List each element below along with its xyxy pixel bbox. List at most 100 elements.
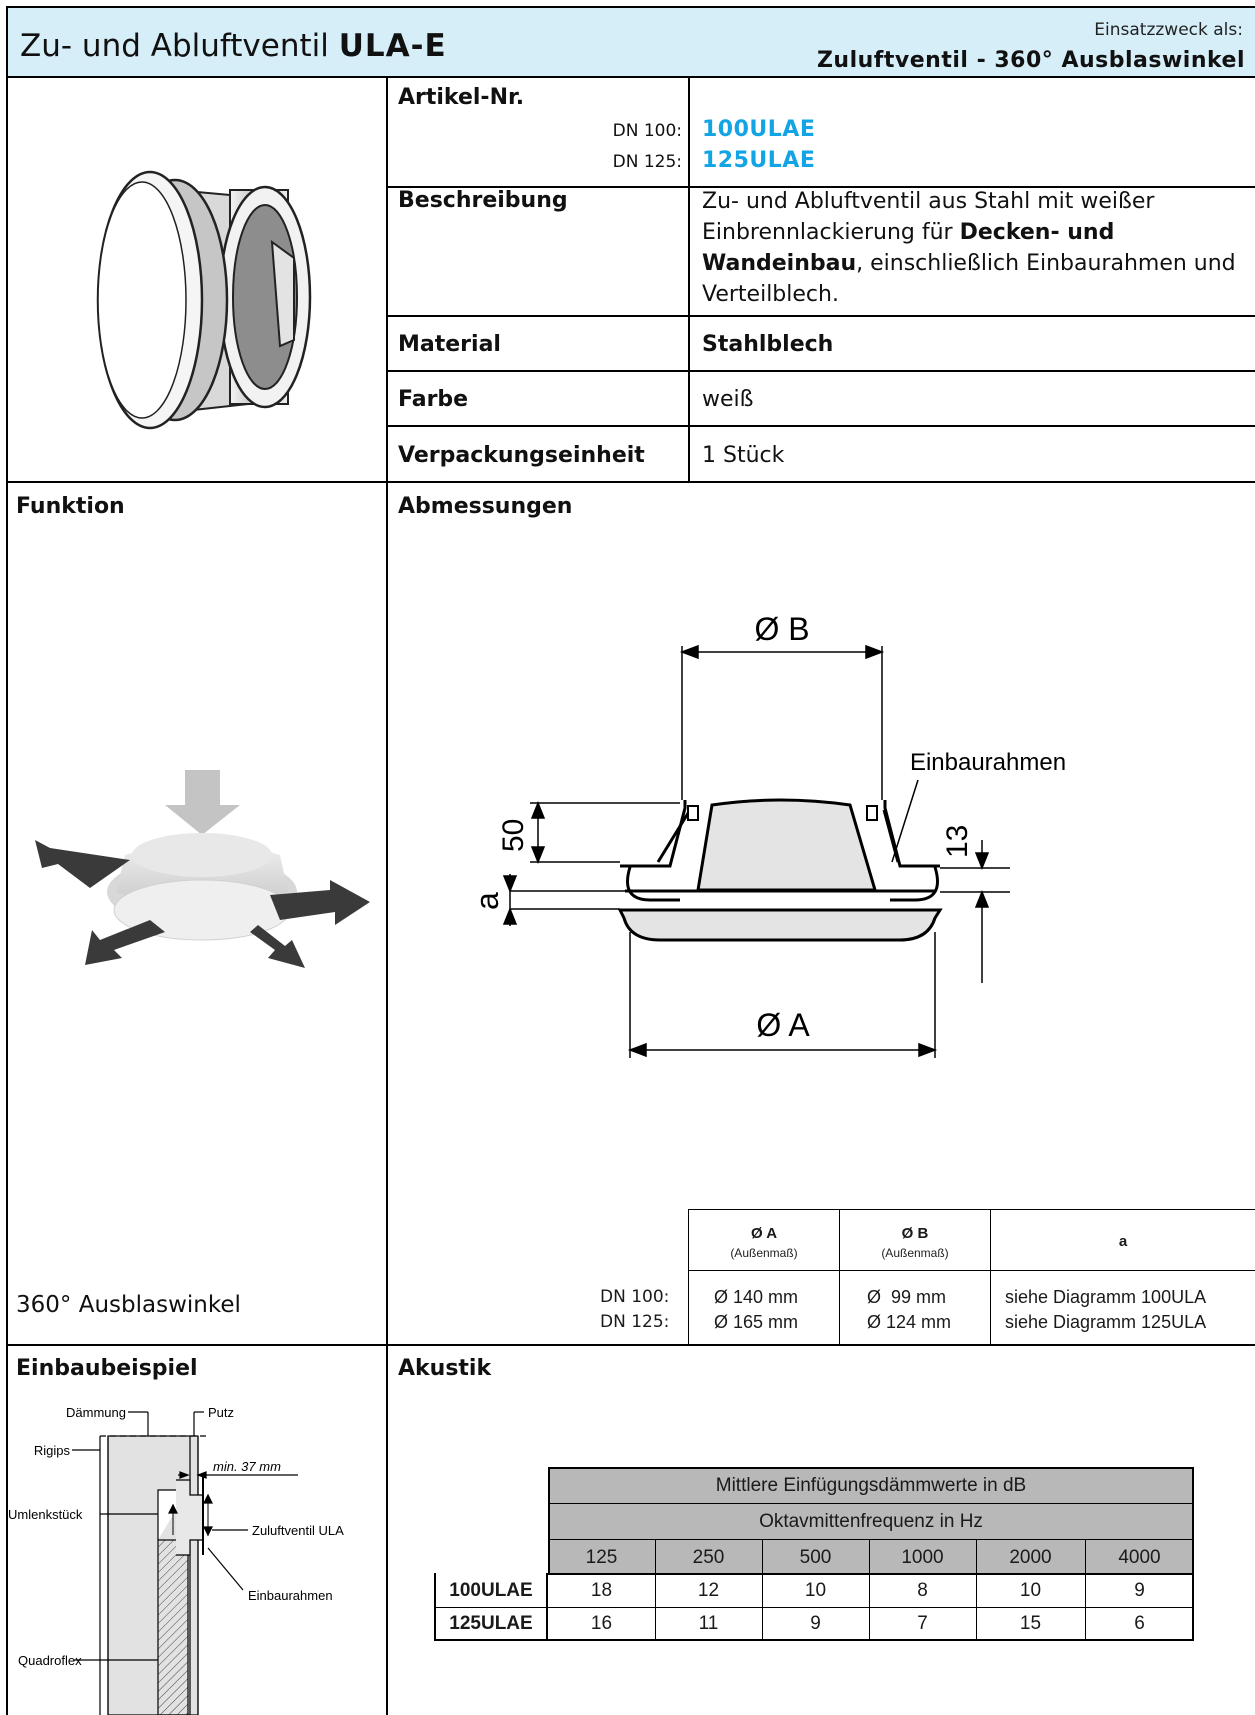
diameter-b-label: Ø B xyxy=(754,611,809,647)
purpose-value: Zuluftventil - 360° Ausblaswinkel xyxy=(816,48,1245,73)
product-image xyxy=(96,170,312,430)
rigips-label: Rigips xyxy=(34,1443,71,1458)
acoustics-line xyxy=(434,1607,1194,1608)
article-label: Artikel-Nr. xyxy=(398,85,525,110)
acoustics-title: Mittlere Einfügungsdämmwerte in dB xyxy=(715,1475,1027,1496)
freq-2000: 2000 xyxy=(1009,1547,1052,1568)
acoustics-cell: 15 xyxy=(1019,1613,1042,1634)
title-prefix: Zu- und Abluftventil xyxy=(20,28,329,64)
dimensions-heading: Abmessungen xyxy=(398,494,573,519)
install-frame-label: Einbaurahmen xyxy=(248,1588,333,1603)
dim-table-header-bottom xyxy=(688,1270,1255,1271)
min-distance-label: min. 37 mm xyxy=(213,1459,281,1474)
acoustics-line xyxy=(869,1539,870,1641)
acoustics-cell: 18 xyxy=(590,1580,613,1601)
putz-label: Putz xyxy=(208,1405,234,1420)
description-label: Beschreibung xyxy=(398,188,568,213)
freq-500: 500 xyxy=(799,1547,832,1568)
article-code-125: 125ULAE xyxy=(702,148,816,173)
dim-col-b-sub: (Außenmaß) xyxy=(881,1246,949,1260)
acoustics-heading: Akustik xyxy=(398,1356,492,1381)
arrow-left-down-icon xyxy=(85,920,165,965)
gap-a-label: a xyxy=(480,892,505,910)
dim-col-a-title: Ø A xyxy=(750,1225,778,1242)
quadro-label: Quadroflex xyxy=(18,1653,82,1668)
color-value: weiß xyxy=(702,387,754,412)
freq-1000: 1000 xyxy=(901,1547,944,1568)
acoustics-line xyxy=(1085,1539,1086,1641)
acoustics-cell: 9 xyxy=(810,1613,821,1634)
acoustics-cell: 9 xyxy=(1134,1580,1145,1601)
frame-label: Einbaurahmen xyxy=(910,749,1066,776)
color-label: Farbe xyxy=(398,387,469,412)
spec-row-line xyxy=(386,370,1255,372)
acoustics-line xyxy=(976,1539,977,1641)
acoustics-cell: 7 xyxy=(917,1613,928,1634)
dim-table-col xyxy=(990,1209,991,1344)
arrow-down-icon xyxy=(165,770,240,835)
arrow-right-down-icon xyxy=(250,925,305,968)
title-model: ULA-E xyxy=(338,28,447,64)
acoustics-cell: 10 xyxy=(804,1580,827,1601)
section-divider xyxy=(8,1344,1255,1346)
spec-row-line xyxy=(386,315,1255,317)
acoustics-line xyxy=(655,1539,656,1641)
acoustics-row-name: 100ULAE xyxy=(449,1580,533,1601)
function-caption: 360° Ausblaswinkel xyxy=(16,1292,241,1318)
packaging-label: Verpackungseinheit xyxy=(398,443,645,468)
acoustics-line xyxy=(762,1539,763,1641)
material-value: Stahlblech xyxy=(702,332,834,357)
description-line: Zu- und Abluftventil aus Stahl mit weiße… xyxy=(702,189,1155,214)
dimension-drawing: Ø B Ø A Einbaurahmen 50 13 a xyxy=(480,611,1066,1058)
description-text: Zu- und Abluftventil aus Stahl mit weiße… xyxy=(702,186,1250,310)
page-frame xyxy=(6,6,1255,1715)
dim-col-a-sub: (Außenmaß) xyxy=(730,1246,798,1260)
header-divider xyxy=(8,76,1255,78)
dim-col-c-title: a xyxy=(1118,1233,1128,1250)
freq-250: 250 xyxy=(692,1547,725,1568)
freq-4000: 4000 xyxy=(1118,1547,1161,1568)
dim-row-c: siehe Diagramm 125ULA xyxy=(1005,1312,1207,1332)
header-bar: Zu- und Abluftventil ULA-E Einsatzzweck … xyxy=(8,8,1255,78)
article-dn-125: DN 125: xyxy=(612,152,682,172)
dim-row-b: Ø 124 mm xyxy=(867,1312,952,1332)
valve-label: Zuluftventil ULA xyxy=(252,1523,344,1538)
acoustics-line xyxy=(546,1573,548,1641)
description-line: Wandeinbau, einschließlich Einbaurahmen … xyxy=(702,251,1236,276)
installation-drawing: Dämmung Putz Rigips min. 37 mm Umlenkstü… xyxy=(8,1405,344,1715)
spec-column-divider xyxy=(688,78,690,481)
acoustics-line xyxy=(434,1573,435,1641)
dim-row-a: Ø 165 mm xyxy=(714,1312,799,1332)
airflow-illustration xyxy=(35,770,370,968)
main-column-divider xyxy=(386,78,388,1715)
spec-row-line xyxy=(386,186,1255,188)
material-label: Material xyxy=(398,332,501,357)
function-heading: Funktion xyxy=(16,494,125,519)
description-line: Einbrennlackierung für Decken- und xyxy=(702,220,1115,245)
dim-row-b: Ø 99 mm xyxy=(867,1287,947,1307)
article-dn-100: DN 100: xyxy=(612,121,682,141)
umlenk-label: Umlenkstück xyxy=(8,1507,83,1522)
height-13-label: 13 xyxy=(941,825,974,858)
height-50-label: 50 xyxy=(497,819,530,852)
purpose-label: Einsatzzweck als: xyxy=(1094,20,1243,40)
diameter-a-label: Ø A xyxy=(756,1007,810,1043)
arrow-left-icon xyxy=(35,840,130,888)
acoustics-row-name: 125ULAE xyxy=(449,1613,533,1634)
dim-row-c: siehe Diagramm 100ULA xyxy=(1005,1287,1207,1307)
dim-table-top xyxy=(688,1209,1255,1210)
acoustics-cell: 16 xyxy=(590,1613,613,1634)
acoustics-line xyxy=(548,1503,1194,1504)
arrow-right-icon xyxy=(270,880,370,925)
acoustics-subtitle: Oktavmittenfrequenz in Hz xyxy=(759,1511,983,1532)
daemmung-label: Dämmung xyxy=(66,1405,126,1420)
description-line: Verteilblech. xyxy=(702,282,839,307)
dim-col-b-title: Ø B xyxy=(901,1225,929,1242)
acoustics-cell: 11 xyxy=(698,1613,719,1634)
spec-row-line xyxy=(386,425,1255,427)
packaging-value: 1 Stück xyxy=(702,443,785,468)
dim-row-a: Ø 140 mm xyxy=(714,1287,799,1307)
acoustics-cell: 12 xyxy=(697,1580,720,1601)
acoustics-cell: 10 xyxy=(1019,1580,1042,1601)
